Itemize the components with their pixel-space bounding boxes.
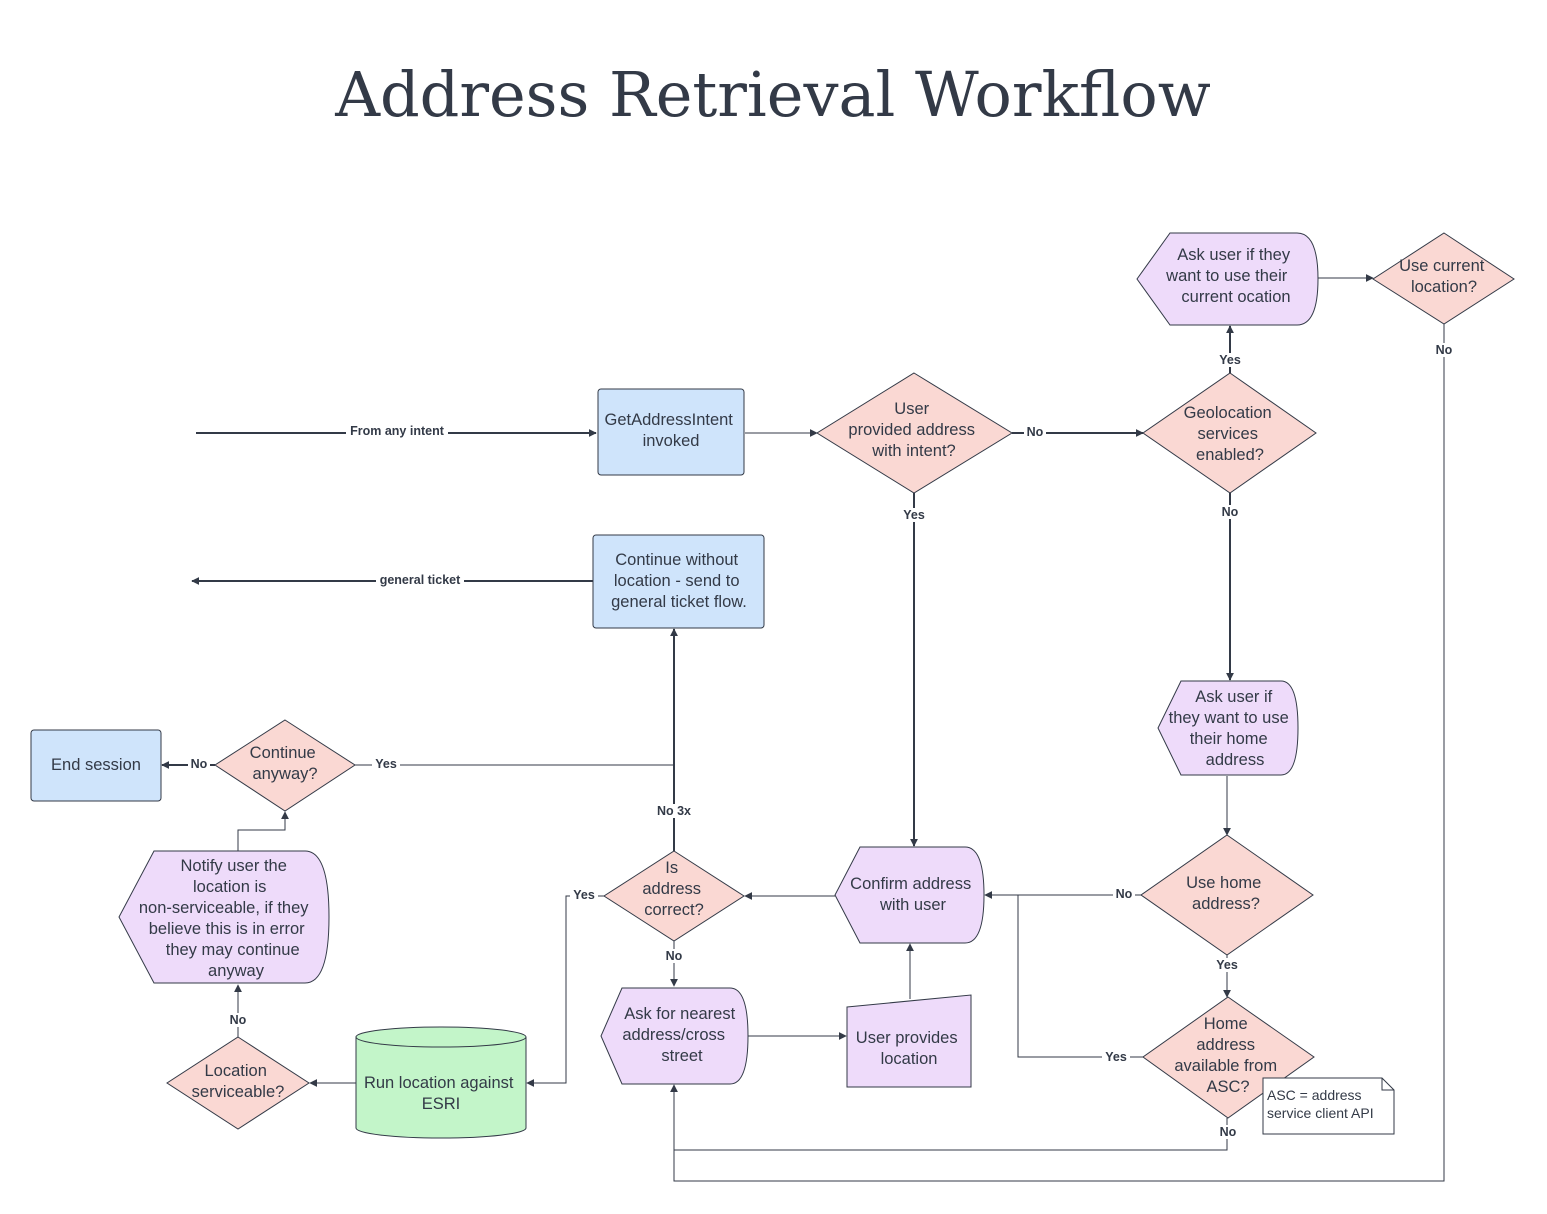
svg-text:Ask user if they want to: Ask user if they want to use their home … — [1169, 688, 1294, 769]
svg-text:Continue anyway?: Continue anyway? — [250, 744, 321, 783]
svg-text:Yes: Yes — [1219, 353, 1241, 367]
svg-text:Use current location?: Use current location? — [1399, 257, 1489, 296]
label-continue-anyway-no: No — [188, 757, 210, 771]
svg-text:Is address correct: Is address correct? — [642, 859, 705, 919]
label-geolocation-no: No — [1219, 505, 1241, 519]
svg-text:No: No — [1116, 887, 1133, 901]
svg-text:Confirm address with use: Confirm address with user — [850, 875, 976, 914]
svg-text:Ask for nearest address/: Ask for nearest address/cross street — [622, 1005, 739, 1065]
svg-text:general ticket: general ticket — [380, 573, 461, 587]
svg-text:GetAddressIntent invoked: GetAddressIntent invoked — [604, 411, 737, 450]
edge-labels: From any intent general ticket No Yes Ye… — [188, 343, 1455, 1139]
node-get-address-intent: GetAddressIntent invoked — [597, 388, 745, 476]
svg-text:Yes: Yes — [573, 888, 595, 902]
svg-text:Yes: Yes — [903, 508, 925, 522]
edge-home-available-yes — [990, 894, 1143, 1058]
label-home-available-no: No — [1217, 1125, 1239, 1139]
node-use-home-address: Use home address? — [1140, 834, 1314, 956]
node-end-session: End session — [30, 729, 162, 802]
svg-text:No: No — [1027, 425, 1044, 439]
node-confirm-address: Confirm address with user — [834, 846, 985, 944]
label-no-3x: No 3x — [654, 804, 694, 818]
svg-text:User provided address: User provided address with intent? — [848, 400, 979, 460]
node-notify-non-serviceable: Notify user the location is non-servicea… — [118, 850, 330, 984]
svg-text:No: No — [1220, 1125, 1237, 1139]
node-continue-without-location: Continue without location - send to gene… — [592, 534, 765, 629]
svg-text:Ask user if they want to: Ask user if they want to use their curre… — [1165, 246, 1295, 306]
note-asc: ASC = address service client API — [1262, 1077, 1395, 1135]
label-user-provided-no: No — [1024, 425, 1046, 439]
label-from-any-intent: From any intent — [346, 424, 448, 438]
node-is-address-correct: Is address correct? — [603, 850, 745, 942]
edge-use-current-no — [673, 324, 1445, 1182]
node-ask-current-location: Ask user if they want to use their curre… — [1136, 232, 1319, 326]
node-home-address-available: Home address available from ASC? — [1142, 996, 1315, 1119]
edge-is-correct-yes — [526, 895, 604, 1087]
node-geolocation-enabled: Geolocation services enabled? — [1142, 372, 1317, 494]
svg-text:No: No — [191, 757, 208, 771]
node-location-serviceable: Location serviceable? — [166, 1036, 310, 1130]
node-run-location-esri: Run location against ESRI — [355, 1026, 527, 1139]
svg-text:No: No — [666, 949, 683, 963]
node-ask-nearest-address: Ask for nearest address/cross street — [600, 987, 749, 1085]
svg-text:Yes: Yes — [1105, 1050, 1127, 1064]
svg-text:Notify user the location: Notify user the location is non-servicea… — [139, 857, 313, 980]
label-serviceable-no: No — [227, 1013, 249, 1027]
svg-text:Home address avail: Home address available from ASC? — [1174, 1015, 1281, 1096]
diagram-title: Address Retrieval Workflow — [334, 58, 1211, 131]
svg-text:Continue without locatio: Continue without location - send to gene… — [611, 551, 747, 611]
svg-text:Location serviceable?: Location serviceable? — [192, 1062, 285, 1101]
label-user-provided-yes: Yes — [900, 508, 928, 522]
svg-text:Yes: Yes — [1216, 958, 1238, 972]
label-use-home-yes: Yes — [1213, 958, 1241, 972]
svg-text:Yes: Yes — [375, 757, 397, 771]
node-user-provided-address: User provided address with intent? — [816, 372, 1013, 494]
svg-text:End session: End session — [51, 756, 141, 774]
svg-text:No: No — [1436, 343, 1453, 357]
svg-text:Geolocation services: Geolocation services enabled? — [1184, 404, 1277, 464]
node-use-current-location: Use current location? — [1372, 232, 1515, 325]
label-address-correct-yes: Yes — [570, 888, 598, 902]
svg-text:From any intent: From any intent — [350, 424, 445, 438]
node-ask-home-address: Ask user if they want to use their home … — [1157, 680, 1299, 776]
node-continue-anyway: Continue anyway? — [214, 719, 356, 812]
svg-text:Run location against ESR: Run location against ESRI — [364, 1074, 518, 1113]
edge-notify-to-continue — [237, 811, 289, 851]
svg-text:No: No — [230, 1013, 247, 1027]
label-use-home-no: No — [1113, 887, 1135, 901]
label-geolocation-yes: Yes — [1216, 353, 1244, 367]
svg-text:User provides location: User provides location — [856, 1029, 962, 1068]
svg-text:ASC = address service cl: ASC = address service client API — [1267, 1087, 1374, 1121]
svg-text:No 3x: No 3x — [657, 804, 691, 818]
label-address-correct-no: No — [663, 949, 685, 963]
node-user-provides-location: User provides location — [846, 994, 972, 1088]
svg-text:No: No — [1222, 505, 1239, 519]
label-use-current-no: No — [1433, 343, 1455, 357]
edge-home-available-no — [670, 1084, 1228, 1151]
label-home-available-yes: Yes — [1102, 1050, 1130, 1064]
label-continue-anyway-yes: Yes — [372, 757, 400, 771]
svg-text:Use home address?: Use home address? — [1186, 874, 1266, 913]
label-general-ticket: general ticket — [376, 573, 464, 587]
